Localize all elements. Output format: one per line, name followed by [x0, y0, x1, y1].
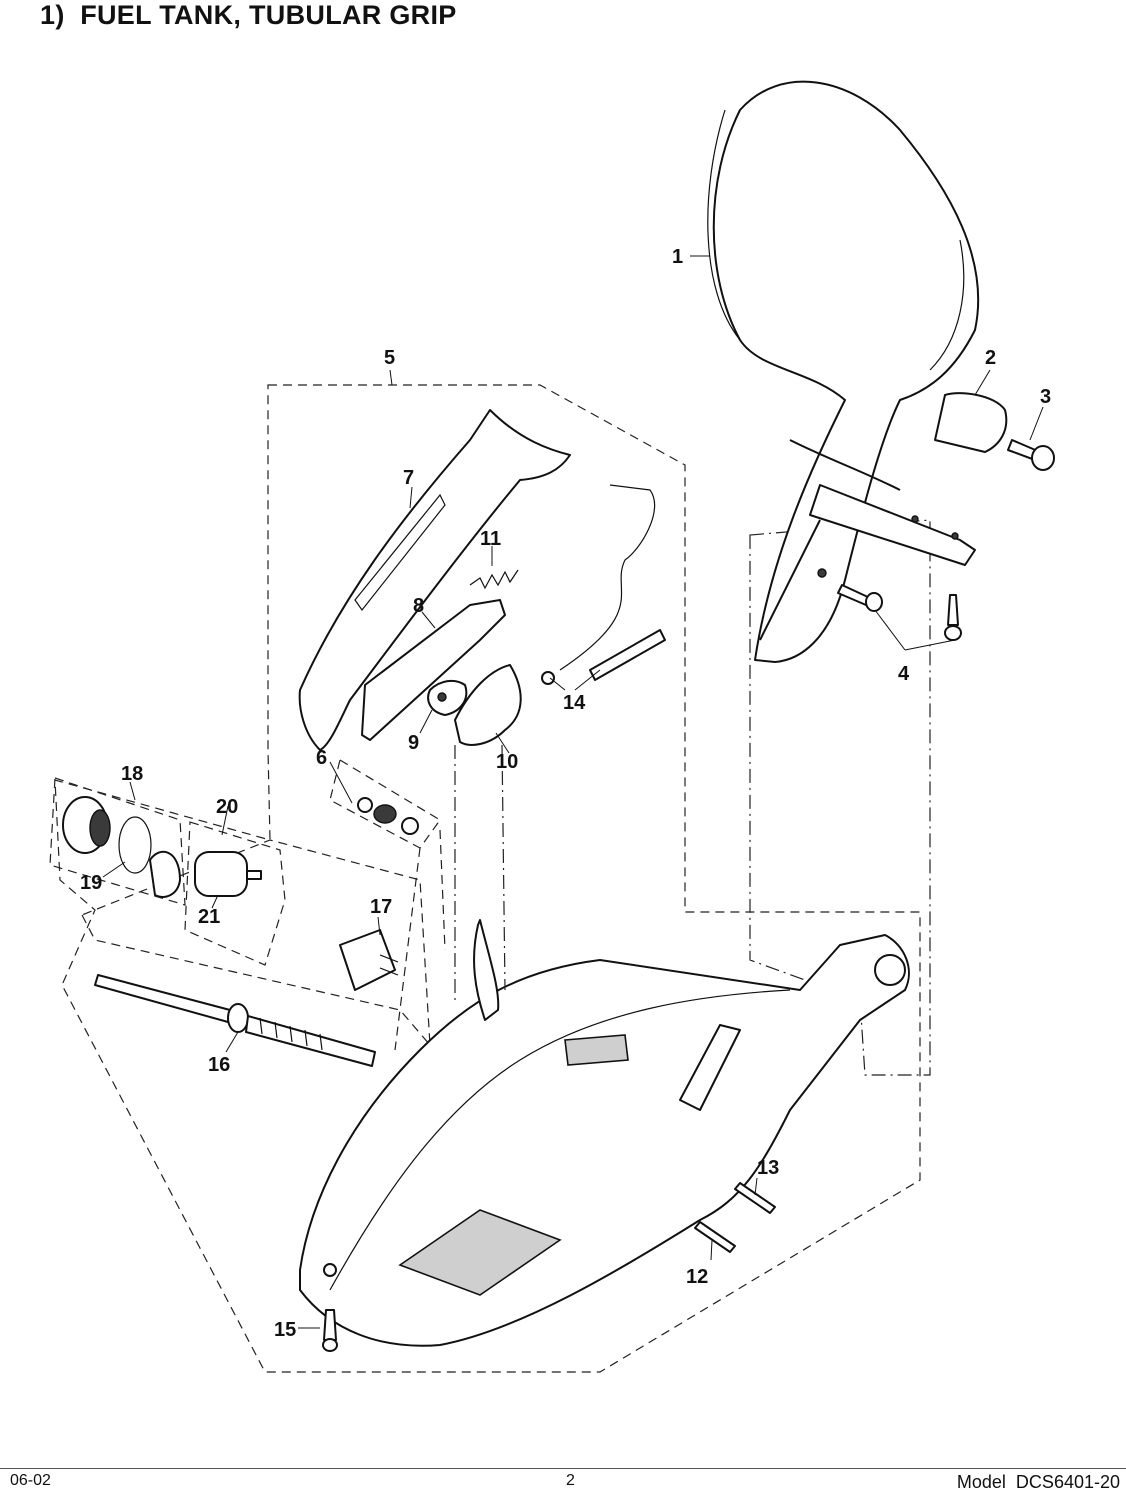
fuel-hose-16 [94, 974, 376, 1067]
screw-3 [1007, 439, 1055, 471]
tubular-grip [707, 80, 980, 663]
fuel-filter-20 [194, 851, 262, 897]
callout-15: 15 [274, 1319, 296, 1341]
callout-12: 12 [686, 1266, 708, 1288]
group-6-boundary [329, 759, 441, 849]
callout-13: 13 [757, 1157, 779, 1179]
cable [559, 484, 656, 671]
switch-9 [427, 679, 468, 716]
callout-5: 5 [384, 347, 395, 369]
footer-rule [0, 1468, 1126, 1469]
footer-date: 06-02 [10, 1472, 51, 1489]
handle-cover [298, 409, 571, 751]
trigger-plate [361, 599, 506, 741]
callout-3: 3 [1040, 386, 1051, 408]
callout-9: 9 [408, 732, 419, 754]
callout-11: 11 [480, 528, 501, 550]
trigger-10 [454, 664, 522, 746]
fuel-cap-18 [62, 796, 111, 854]
filter-6 [357, 797, 419, 835]
screws-4 [837, 584, 962, 641]
footer-model: Model DCS6401-20 [956, 1472, 1120, 1492]
shaft-boundary [81, 839, 431, 1047]
callout-16: 16 [208, 1054, 230, 1076]
callout-17: 17 [370, 896, 392, 918]
screw-15 [322, 1309, 338, 1352]
callout-10: 10 [496, 751, 518, 773]
fuel-tank-housing [299, 919, 910, 1347]
strainer-19 [149, 850, 181, 898]
exploded-parts-diagram: 1 2 3 4 5 6 7 8 9 10 11 12 13 14 15 16 1… [49, 80, 1055, 1373]
callout-2: 2 [985, 347, 996, 369]
callout-14: 14 [563, 692, 586, 714]
spring [469, 569, 519, 590]
callout-20: 20 [216, 796, 238, 818]
callout-7: 7 [403, 467, 414, 489]
o-ring-19 [118, 816, 152, 874]
pin-13 [734, 1182, 776, 1214]
callout-21: 21 [198, 906, 220, 928]
connector-17 [339, 929, 396, 991]
group-20-boundary [184, 821, 286, 966]
group-18-boundary [49, 777, 186, 906]
grip-mount-boundary [749, 519, 931, 1076]
callout-18: 18 [121, 763, 143, 785]
clamp [934, 392, 1008, 453]
group-5-boundary [54, 384, 921, 1373]
callout-19: 19 [80, 872, 102, 894]
pin-12 [694, 1221, 736, 1253]
callout-4: 4 [898, 663, 910, 685]
sleeve [589, 629, 666, 681]
callout-1: 1 [672, 246, 683, 268]
footer-page-number: 2 [566, 1472, 575, 1489]
callout-8: 8 [413, 595, 424, 617]
callout-6: 6 [316, 747, 327, 769]
page-title: 1) FUEL TANK, TUBULAR GRIP [40, 0, 457, 30]
